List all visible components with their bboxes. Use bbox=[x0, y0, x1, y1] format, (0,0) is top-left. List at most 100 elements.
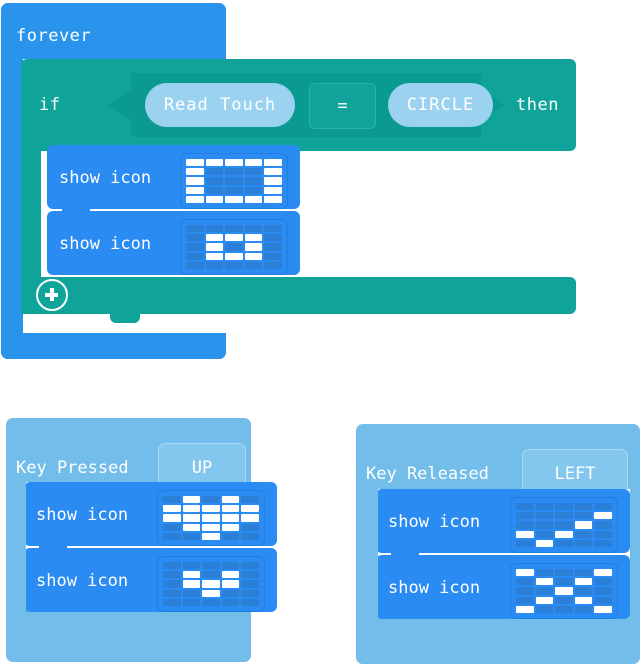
show-icon-block[interactable]: show icon bbox=[24, 548, 277, 612]
led-cell[interactable] bbox=[516, 503, 534, 511]
if-then-block[interactable]: if Read Touch = CIRCLE then bbox=[21, 59, 576, 151]
circle-value-reporter[interactable]: CIRCLE bbox=[388, 83, 493, 127]
led-cell[interactable] bbox=[516, 596, 534, 604]
led-cell[interactable] bbox=[555, 578, 573, 586]
led-matrix[interactable] bbox=[180, 219, 288, 275]
led-cell[interactable] bbox=[241, 532, 259, 540]
show-icon-block[interactable]: show icon bbox=[47, 145, 300, 209]
led-cell[interactable] bbox=[225, 177, 243, 185]
led-cell[interactable] bbox=[594, 521, 612, 529]
led-cell[interactable] bbox=[186, 177, 204, 185]
led-cell[interactable] bbox=[264, 234, 282, 242]
led-cell[interactable] bbox=[205, 234, 224, 242]
led-cell[interactable] bbox=[516, 530, 534, 538]
led-cell[interactable] bbox=[202, 562, 220, 570]
led-cell[interactable] bbox=[244, 261, 263, 269]
led-cell[interactable] bbox=[594, 596, 612, 604]
led-cell[interactable] bbox=[205, 243, 224, 251]
led-cell[interactable] bbox=[163, 523, 181, 531]
led-cell[interactable] bbox=[221, 532, 240, 540]
led-cell[interactable] bbox=[241, 514, 259, 522]
led-cell[interactable] bbox=[205, 177, 224, 185]
led-cell[interactable] bbox=[594, 539, 612, 547]
led-cell[interactable] bbox=[244, 168, 263, 176]
led-cell[interactable] bbox=[244, 186, 263, 194]
led-cell[interactable] bbox=[202, 514, 220, 522]
led-cell[interactable] bbox=[182, 598, 201, 606]
led-cell[interactable] bbox=[186, 195, 204, 203]
led-cell[interactable] bbox=[535, 521, 554, 529]
led-cell[interactable] bbox=[182, 580, 201, 588]
led-cell[interactable] bbox=[205, 195, 224, 203]
led-cell[interactable] bbox=[244, 177, 263, 185]
led-cell[interactable] bbox=[186, 252, 204, 260]
led-cell[interactable] bbox=[182, 496, 201, 504]
led-cell[interactable] bbox=[594, 587, 612, 595]
led-cell[interactable] bbox=[182, 514, 201, 522]
led-cell[interactable] bbox=[264, 261, 282, 269]
led-cell[interactable] bbox=[225, 225, 243, 233]
led-cell[interactable] bbox=[205, 159, 224, 167]
led-cell[interactable] bbox=[241, 505, 259, 513]
led-cell[interactable] bbox=[182, 532, 201, 540]
show-icon-block[interactable]: show icon bbox=[24, 482, 277, 546]
led-cell[interactable] bbox=[244, 225, 263, 233]
led-cell[interactable] bbox=[574, 512, 593, 520]
led-cell[interactable] bbox=[186, 234, 204, 242]
led-cell[interactable] bbox=[535, 503, 554, 511]
led-cell[interactable] bbox=[202, 496, 220, 504]
led-matrix[interactable] bbox=[157, 556, 265, 612]
led-cell[interactable] bbox=[182, 589, 201, 597]
led-cell[interactable] bbox=[225, 195, 243, 203]
led-cell[interactable] bbox=[205, 225, 224, 233]
led-cell[interactable] bbox=[264, 177, 282, 185]
read-touch-reporter[interactable]: Read Touch bbox=[145, 83, 295, 127]
led-cell[interactable] bbox=[182, 571, 201, 579]
led-cell[interactable] bbox=[244, 195, 263, 203]
led-cell[interactable] bbox=[244, 234, 263, 242]
led-matrix[interactable] bbox=[157, 490, 265, 546]
led-cell[interactable] bbox=[163, 505, 181, 513]
led-cell[interactable] bbox=[202, 598, 220, 606]
led-cell[interactable] bbox=[241, 496, 259, 504]
led-cell[interactable] bbox=[555, 587, 573, 595]
led-cell[interactable] bbox=[163, 589, 181, 597]
led-cell[interactable] bbox=[186, 225, 204, 233]
led-cell[interactable] bbox=[516, 521, 534, 529]
led-cell[interactable] bbox=[163, 598, 181, 606]
led-cell[interactable] bbox=[555, 569, 573, 577]
led-cell[interactable] bbox=[225, 186, 243, 194]
led-cell[interactable] bbox=[205, 186, 224, 194]
led-cell[interactable] bbox=[264, 243, 282, 251]
led-cell[interactable] bbox=[163, 580, 181, 588]
led-cell[interactable] bbox=[594, 578, 612, 586]
led-cell[interactable] bbox=[264, 186, 282, 194]
led-cell[interactable] bbox=[535, 587, 554, 595]
led-cell[interactable] bbox=[574, 503, 593, 511]
led-cell[interactable] bbox=[163, 514, 181, 522]
led-cell[interactable] bbox=[594, 530, 612, 538]
led-cell[interactable] bbox=[516, 539, 534, 547]
led-cell[interactable] bbox=[244, 252, 263, 260]
led-matrix[interactable] bbox=[510, 497, 618, 553]
led-cell[interactable] bbox=[555, 530, 573, 538]
led-cell[interactable] bbox=[202, 580, 220, 588]
led-cell[interactable] bbox=[202, 571, 220, 579]
led-cell[interactable] bbox=[555, 512, 573, 520]
led-cell[interactable] bbox=[574, 521, 593, 529]
led-cell[interactable] bbox=[241, 598, 259, 606]
led-cell[interactable] bbox=[241, 589, 259, 597]
led-cell[interactable] bbox=[535, 530, 554, 538]
led-cell[interactable] bbox=[241, 523, 259, 531]
led-matrix[interactable] bbox=[510, 563, 618, 619]
led-cell[interactable] bbox=[241, 580, 259, 588]
led-cell[interactable] bbox=[535, 539, 554, 547]
led-cell[interactable] bbox=[186, 243, 204, 251]
led-cell[interactable] bbox=[555, 503, 573, 511]
led-cell[interactable] bbox=[516, 512, 534, 520]
led-cell[interactable] bbox=[574, 530, 593, 538]
add-else-button[interactable] bbox=[36, 279, 68, 311]
led-cell[interactable] bbox=[225, 168, 243, 176]
led-cell[interactable] bbox=[186, 159, 204, 167]
led-cell[interactable] bbox=[221, 571, 240, 579]
